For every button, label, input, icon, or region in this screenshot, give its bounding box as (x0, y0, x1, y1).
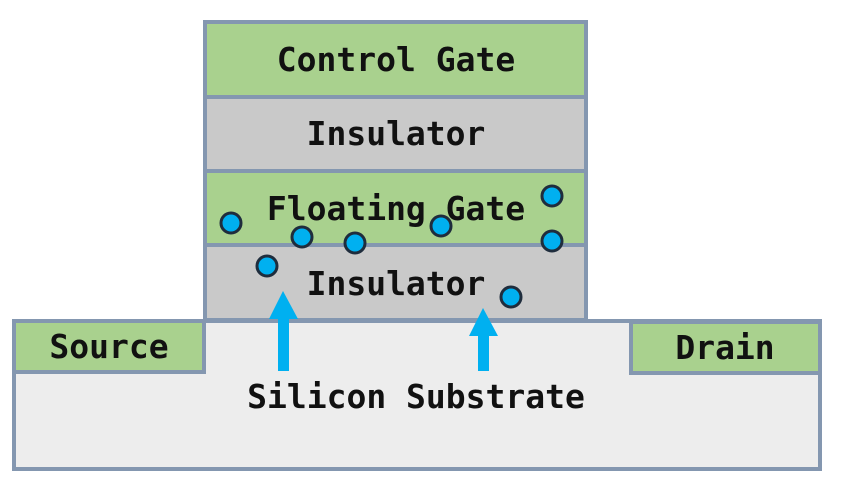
insulator-bottom-label: Insulator (307, 264, 486, 303)
floating-gate-layer (203, 169, 588, 247)
electrons (219, 184, 564, 309)
electron-dot (499, 285, 523, 309)
electron-dot (343, 231, 367, 255)
silicon-substrate-label: Silicon Substrate (247, 377, 585, 416)
electron-arrow-left (269, 291, 298, 371)
electron-dot (429, 214, 453, 238)
drain-label: Drain (675, 328, 774, 367)
electron-arrow-right (469, 308, 498, 371)
source-label: Source (49, 327, 168, 366)
drain-region (629, 320, 822, 375)
control-gate-label: Control Gate (277, 40, 515, 79)
control-gate-layer (203, 20, 588, 99)
electron-dot (540, 184, 564, 208)
insulator-top-label: Insulator (307, 114, 486, 153)
electron-dot (219, 211, 243, 235)
electron-dot (540, 229, 564, 253)
electron-dot (290, 225, 314, 249)
electron-dot (255, 254, 279, 278)
source-region (12, 319, 206, 374)
floating-gate-label: Floating Gate (267, 189, 525, 228)
